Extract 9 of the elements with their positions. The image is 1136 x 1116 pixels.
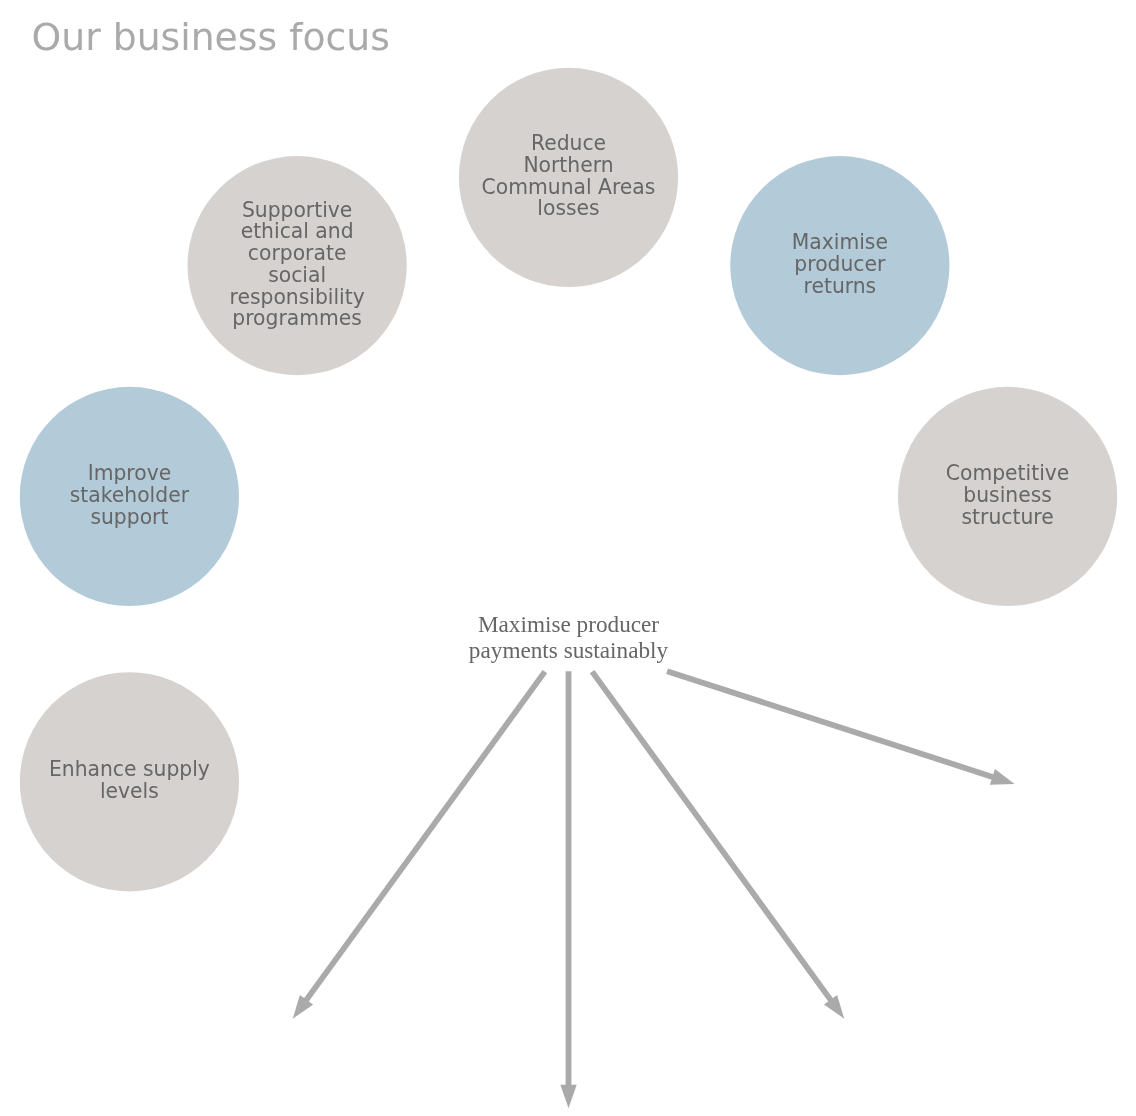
arrow <box>559 671 577 1108</box>
node-circle: Improve stakeholder support <box>19 386 239 607</box>
node-circle: Enhance supply levels <box>19 672 239 892</box>
diagram-title: Our business focus <box>31 15 390 60</box>
node-circle: Maximise producer returns <box>729 156 949 376</box>
node-text: Maximise producer payments sustainably <box>468 610 668 663</box>
node-circle: Competitive business structure <box>897 386 1117 607</box>
node-circle: Reduce Northern Communal Areas losses <box>458 67 678 288</box>
node-circle: Supportive ethical and corporate social responsibility programmes <box>187 156 407 376</box>
